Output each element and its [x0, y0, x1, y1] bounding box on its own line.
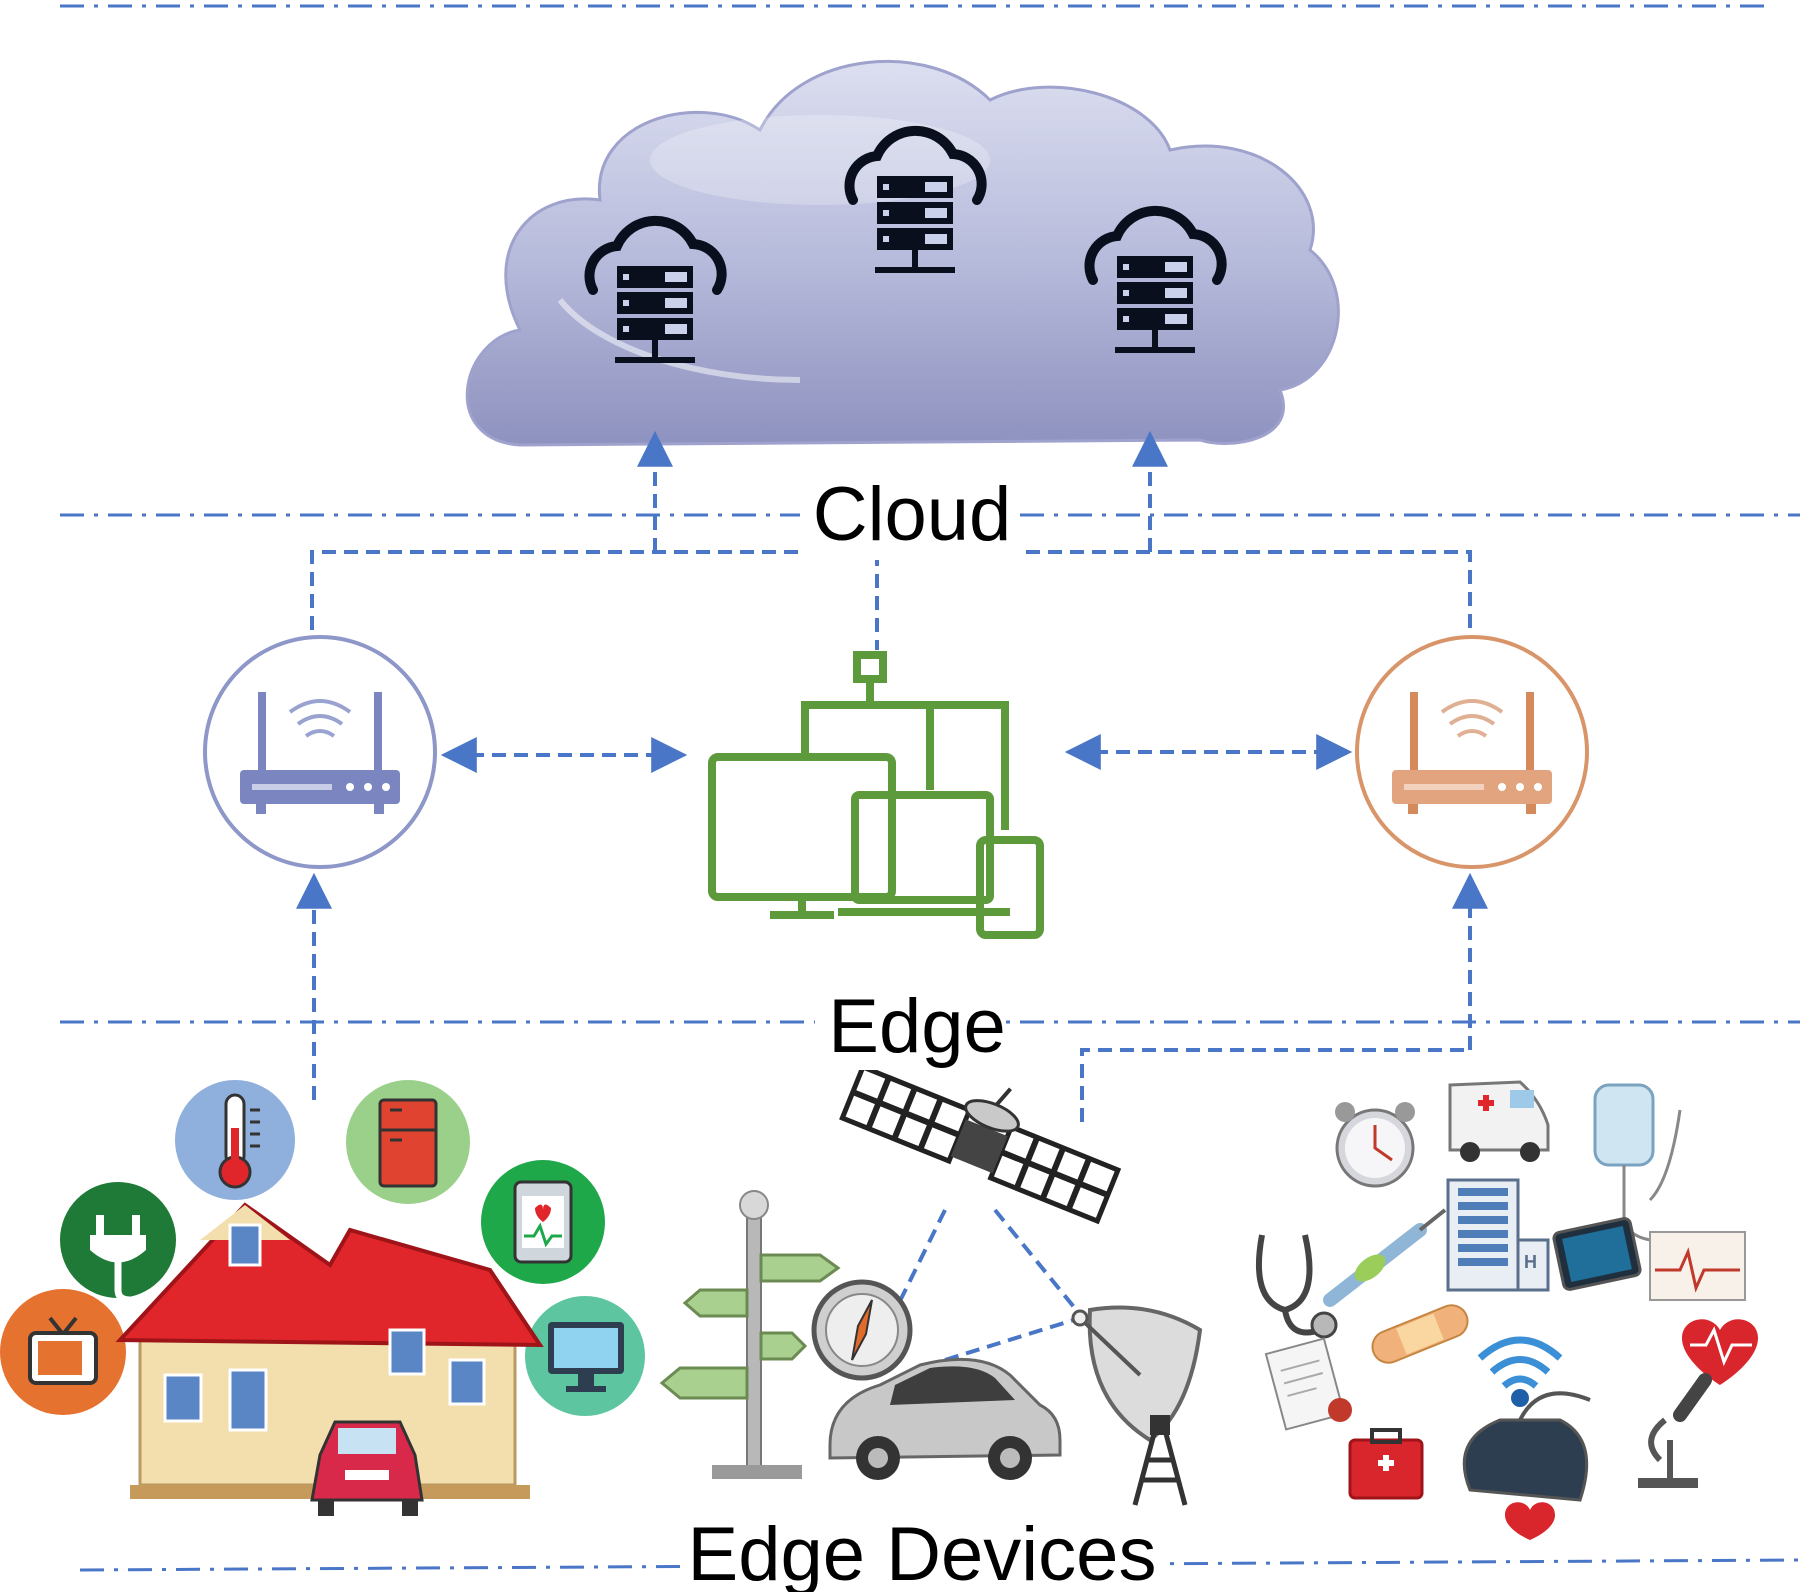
fridge-icon	[346, 1080, 470, 1204]
cloud-label-bg	[800, 470, 1020, 560]
prescription-icon	[1264, 1337, 1352, 1431]
wifi-router-icon	[203, 635, 437, 869]
blood-pressure-icon	[1462, 1391, 1591, 1540]
car-icon	[828, 1357, 1062, 1480]
plug-icon	[60, 1182, 176, 1304]
microscope-icon	[1638, 1373, 1712, 1488]
edge-layer-label: Edge	[828, 984, 1006, 1069]
edge-label-bg	[815, 985, 1005, 1070]
thermometer-icon	[175, 1080, 295, 1200]
car-icon	[310, 1420, 424, 1516]
cloud-layer-label: Cloud	[813, 472, 1012, 557]
device-connectors	[296, 872, 1488, 1362]
compass-icon	[811, 1279, 913, 1381]
transport-cluster	[659, 1063, 1203, 1506]
syringe-icon	[1323, 1208, 1447, 1307]
wifi-icon	[1477, 1336, 1563, 1407]
house-icon	[115, 1202, 544, 1499]
edge-links	[440, 734, 1353, 773]
wifi-router-icon	[1355, 635, 1589, 869]
healthcare-cluster: H	[1256, 1080, 1758, 1540]
heart-icon	[1682, 1319, 1758, 1385]
smart-home-cluster	[0, 1080, 645, 1516]
smartwatch-icon	[481, 1160, 605, 1284]
ambulance-icon	[1448, 1080, 1550, 1162]
ecg-icon	[1649, 1231, 1746, 1301]
tablet-icon	[1552, 1217, 1642, 1291]
satellite-dish-icon	[1071, 1305, 1203, 1506]
edge-devices-layer-label: Edge Devices	[688, 1512, 1157, 1592]
bandage-icon	[1371, 1304, 1469, 1364]
satellite-icon	[839, 1063, 1122, 1225]
network-devices-icon	[708, 651, 1044, 939]
first-aid-kit-icon	[1348, 1428, 1424, 1500]
monitor-icon	[525, 1296, 645, 1416]
cloud-connectors	[310, 430, 1472, 650]
svg-text:H: H	[1524, 1252, 1537, 1272]
signpost-icon	[659, 1190, 841, 1479]
hospital-icon: H	[1446, 1178, 1550, 1292]
stethoscope-icon	[1256, 1234, 1338, 1339]
tv-icon	[0, 1289, 126, 1415]
edge-devices-label-bg	[680, 1515, 1170, 1592]
iv-bag-icon	[1593, 1083, 1682, 1242]
alarm-clock-icon	[1335, 1102, 1415, 1188]
